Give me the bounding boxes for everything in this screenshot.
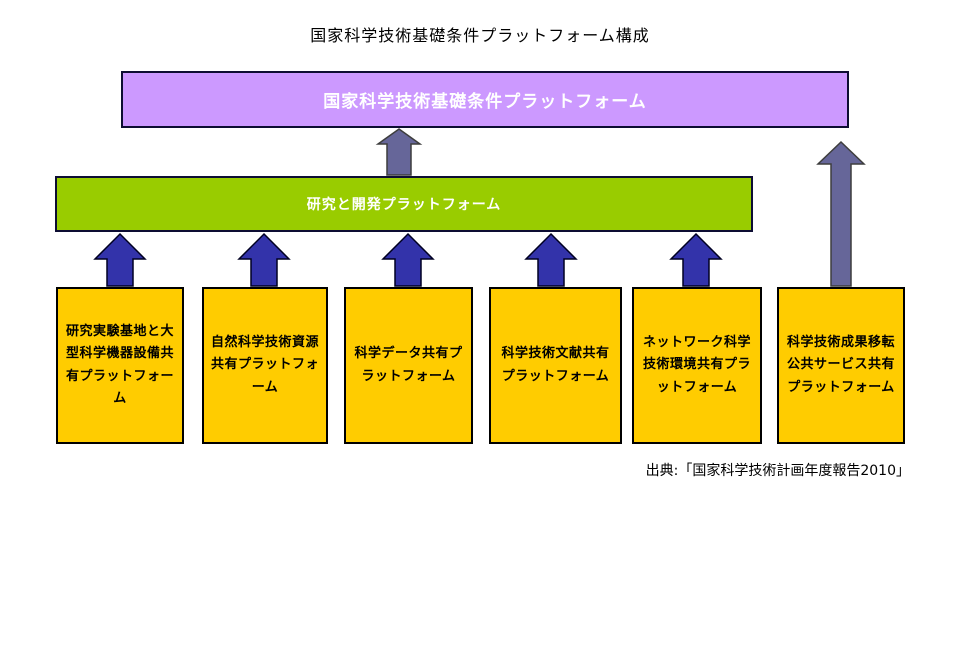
platform-label-5: ネットワーク科学技術環境共有プラットフォーム xyxy=(642,335,751,395)
up-arrow-icon-box6-to-national xyxy=(816,140,866,287)
up-arrow-icon-box2-to-rd xyxy=(237,232,291,287)
up-arrow-icon-box4-to-rd xyxy=(524,232,578,287)
platform-label-4: 科学技術文献共有プラットフォーム xyxy=(501,346,610,384)
platform-box-6: 科学技術成果移転公共サービス共有プラットフォーム xyxy=(777,287,905,444)
up-arrow-icon-box5-to-rd xyxy=(669,232,723,287)
platform-box-2: 自然科学技術資源共有プラットフォーム xyxy=(202,287,328,444)
up-arrow-icon-box3-to-rd xyxy=(381,232,435,287)
up-arrow-icon-box1-to-rd xyxy=(93,232,147,287)
platform-label-6: 科学技術成果移転公共サービス共有プラットフォーム xyxy=(786,335,895,395)
platform-label-2: 自然科学技術資源共有プラットフォーム xyxy=(210,335,319,395)
top-platform-box: 国家科学技術基礎条件プラットフォーム xyxy=(121,71,849,128)
platform-box-1: 研究実験基地と大型科学機器設備共有プラットフォーム xyxy=(56,287,184,444)
platform-box-5: ネットワーク科学技術環境共有プラットフォーム xyxy=(632,287,762,444)
rd-platform-label: 研究と開発プラットフォーム xyxy=(306,197,502,213)
platform-label-3: 科学データ共有プラットフォーム xyxy=(354,346,463,384)
top-platform-label: 国家科学技術基礎条件プラットフォーム xyxy=(323,92,647,112)
platform-box-4: 科学技術文献共有プラットフォーム xyxy=(489,287,622,444)
source-caption: 出典:「国家科学技術計画年度報告2010」 xyxy=(645,463,910,479)
diagram-title: 国家科学技術基礎条件プラットフォーム構成 xyxy=(310,26,650,45)
platform-box-3: 科学データ共有プラットフォーム xyxy=(344,287,473,444)
rd-platform-box: 研究と開発プラットフォーム xyxy=(55,176,753,232)
up-arrow-icon-rd-to-national xyxy=(375,128,423,176)
platform-label-1: 研究実験基地と大型科学機器設備共有プラットフォーム xyxy=(65,324,174,406)
